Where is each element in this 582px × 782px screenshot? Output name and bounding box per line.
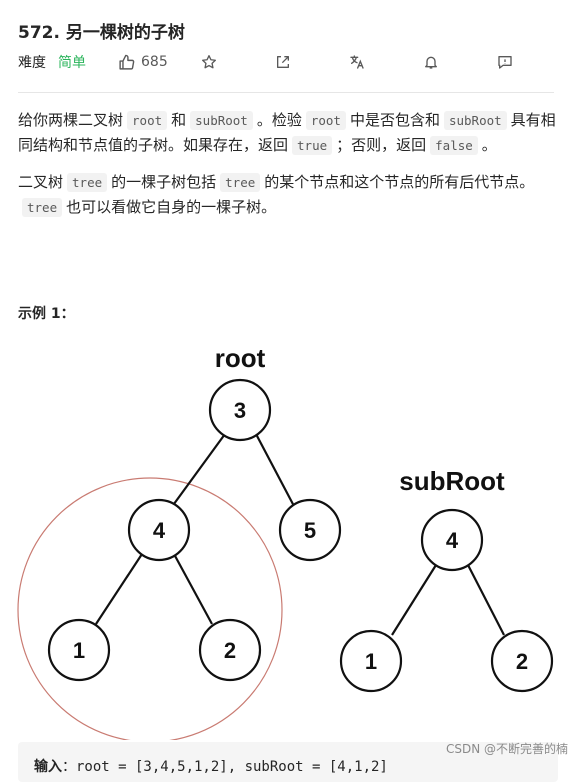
tree-node: 2 <box>198 618 262 682</box>
inline-code: subRoot <box>443 111 507 130</box>
example-input-line: 输入：root = [3,4,5,1,2], subRoot = [4,1,2] <box>34 756 388 776</box>
subroot-label: subRoot <box>399 466 505 496</box>
difficulty-value: 简单 <box>58 55 86 71</box>
example-heading: 示例 1： <box>18 306 75 322</box>
problem-meta-bar: 难度 简单 685 <box>18 52 514 72</box>
inline-code: root <box>127 111 168 130</box>
inline-code: tree <box>22 198 63 217</box>
problem-title: 572. 另一棵树的子树 <box>18 23 185 43</box>
example-tree-diagram: root subRoot 3 4 5 1 2 <box>17 343 554 740</box>
divider <box>18 92 554 93</box>
input-label: 输入 <box>34 759 62 775</box>
inline-code: subRoot <box>190 111 253 130</box>
root-tree-nodes: 3 4 5 1 2 <box>47 378 342 682</box>
tree-node: 2 <box>490 629 554 693</box>
subroot-tree-nodes: 4 1 2 <box>339 508 554 693</box>
input-value: ：root = [3,4,5,1,2], subRoot = [4,1,2] <box>62 759 388 775</box>
node-value: 1 <box>365 649 377 674</box>
inline-code: tree <box>67 173 108 192</box>
subscribe-button[interactable] <box>422 53 440 71</box>
node-value: 4 <box>153 518 166 543</box>
thumbs-up-icon <box>119 54 135 70</box>
node-value: 2 <box>224 638 236 663</box>
tree-node: 4 <box>420 508 484 572</box>
root-tree-edges <box>95 433 296 625</box>
subroot-tree-edges <box>391 564 505 636</box>
like-count: 685 <box>141 54 168 70</box>
tree-node: 1 <box>47 618 111 682</box>
like-button[interactable]: 685 <box>118 54 168 71</box>
tree-node: 3 <box>208 378 272 442</box>
favorite-button[interactable] <box>200 53 218 71</box>
translate-button[interactable] <box>348 53 366 71</box>
node-value: 1 <box>73 638 85 663</box>
inline-code: root <box>305 111 346 130</box>
description-text: 的一棵子树包括 <box>111 173 217 191</box>
tree-node: 1 <box>339 629 403 693</box>
difficulty-label: 难度 <box>18 55 46 71</box>
description-text: ；否则，返回 <box>336 136 427 154</box>
inline-code: false <box>430 136 478 155</box>
description-text: 。检验 <box>256 111 302 129</box>
node-value: 3 <box>234 398 246 423</box>
bell-icon <box>424 56 437 69</box>
star-icon <box>201 55 216 69</box>
node-value: 4 <box>446 528 459 553</box>
highlight-circle <box>17 477 283 740</box>
description-text: 二叉树 <box>18 173 64 191</box>
watermark: CSDN @不断完善的楠 <box>445 742 568 756</box>
root-label: root <box>215 343 266 373</box>
description-text: 具有相同结构和节点值的子树。如果存在，返回 <box>18 111 556 154</box>
description-text: 和 <box>171 111 187 129</box>
node-value: 2 <box>516 649 528 674</box>
tree-node: 4 <box>127 498 191 562</box>
description-text: 中是否包含和 <box>349 111 440 129</box>
node-value: 5 <box>304 518 316 543</box>
feedback-icon <box>498 56 512 69</box>
tree-node: 5 <box>278 498 342 562</box>
inline-code: tree <box>220 173 261 192</box>
share-icon <box>276 56 289 68</box>
inline-code: true <box>292 136 333 155</box>
description-text: 给你两棵二叉树 <box>18 111 124 129</box>
description-text: 。 <box>481 136 497 154</box>
share-button[interactable] <box>274 53 292 71</box>
description-text: 的某个节点和这个节点的所有后代节点。 <box>264 173 535 191</box>
description-text: 也可以看做它自身的一棵子树。 <box>66 198 277 216</box>
feedback-button[interactable] <box>496 53 514 71</box>
translate-icon <box>350 55 364 69</box>
